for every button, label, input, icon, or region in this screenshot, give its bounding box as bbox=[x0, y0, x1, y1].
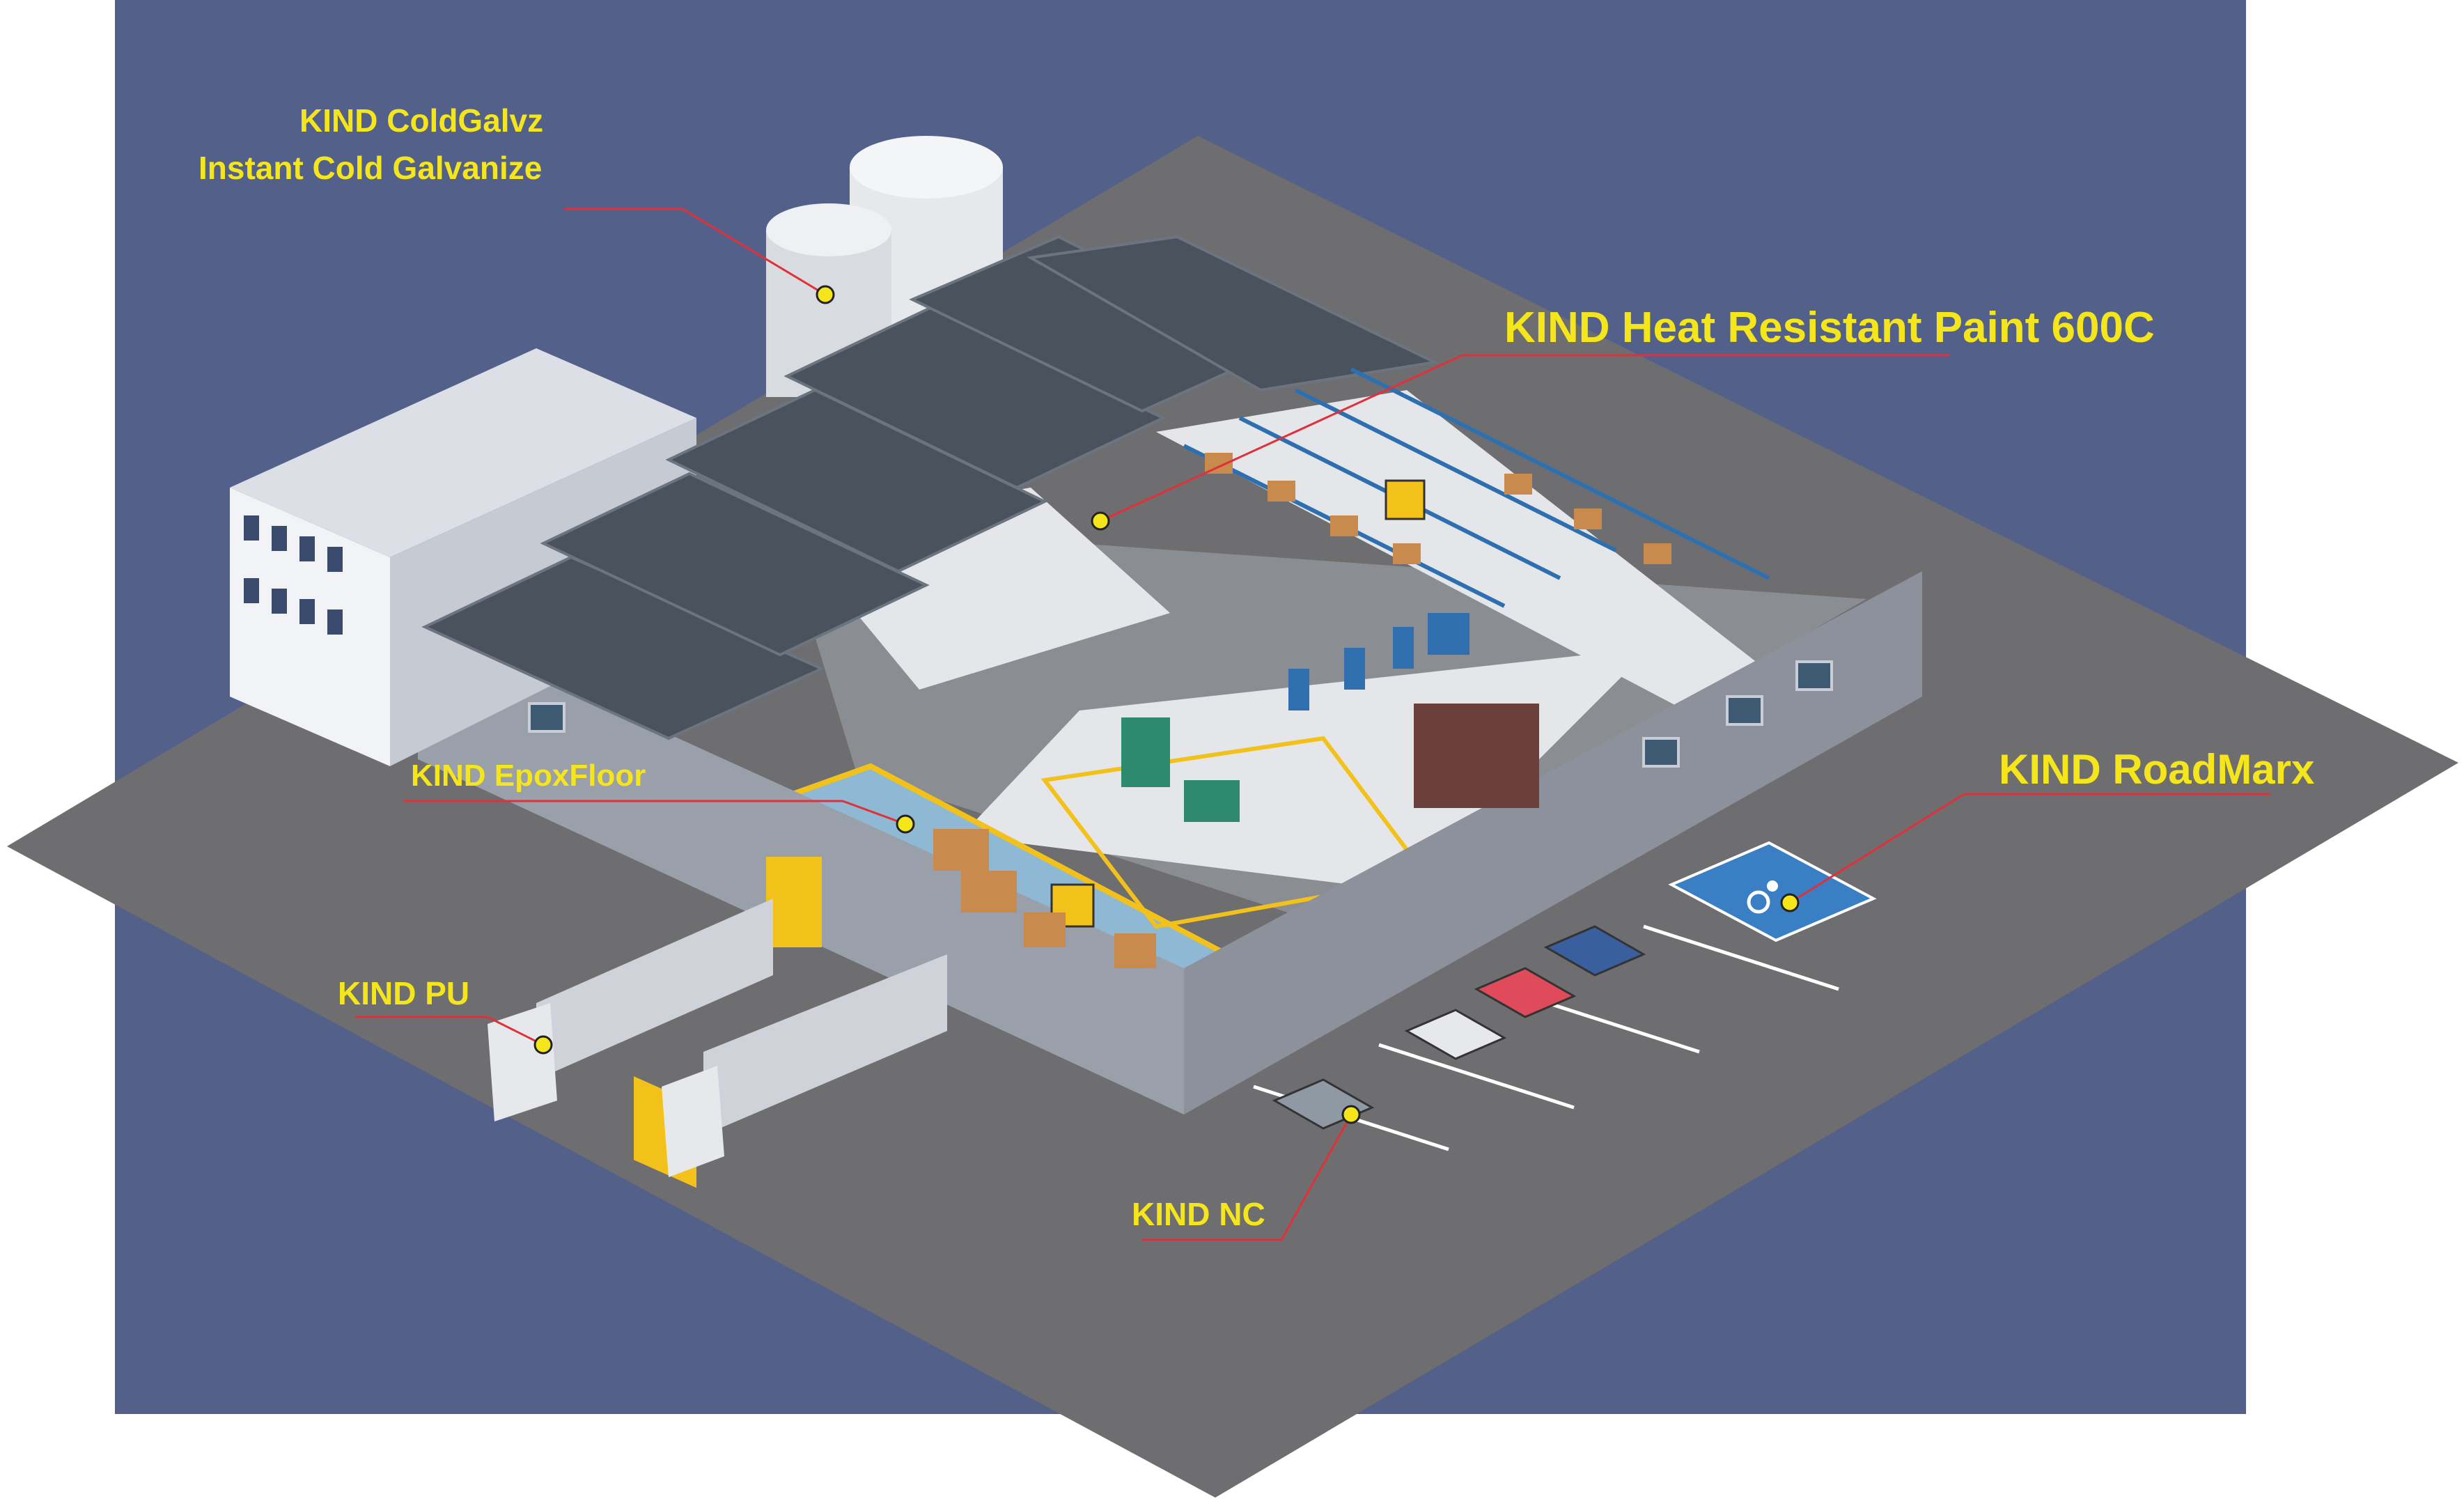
callout-heat-resistant: KIND Heat Resistant Paint 600C bbox=[1504, 304, 2155, 352]
marker-heat-resistant bbox=[1091, 511, 1110, 531]
workshop-machines bbox=[1121, 613, 1539, 822]
sawtooth-roofs bbox=[421, 235, 1440, 740]
leader-lines bbox=[355, 208, 2270, 1241]
marker-coldgalvz bbox=[816, 285, 835, 304]
callout-pu: KIND PU bbox=[338, 975, 470, 1011]
loading-door-2 bbox=[766, 857, 822, 947]
callout-nc: KIND NC bbox=[1132, 1196, 1265, 1232]
callout-coldgalvz-line1: KIND ColdGalvz bbox=[299, 102, 544, 139]
callout-epoxfloor: KIND EpoxFloor bbox=[411, 759, 646, 793]
warehouse-floor bbox=[1156, 390, 1783, 710]
office-windows bbox=[244, 515, 343, 635]
marker-pu bbox=[533, 1035, 553, 1055]
rack-boxes bbox=[1205, 453, 1671, 564]
callout-roadmarx: KIND RoadMarx bbox=[1999, 746, 2315, 793]
callout-coldgalvz-line2: Instant Cold Galvanize bbox=[198, 150, 543, 186]
pallets bbox=[933, 829, 1156, 968]
office-front bbox=[230, 488, 390, 766]
marker-nc bbox=[1341, 1105, 1361, 1124]
trucks bbox=[488, 899, 947, 1177]
marker-roadmarx bbox=[1780, 893, 1800, 912]
office-roof bbox=[230, 348, 696, 557]
marker-epoxfloor bbox=[896, 814, 915, 834]
wheelchair-icon bbox=[1747, 880, 1778, 914]
marker-dots bbox=[533, 285, 1800, 1124]
